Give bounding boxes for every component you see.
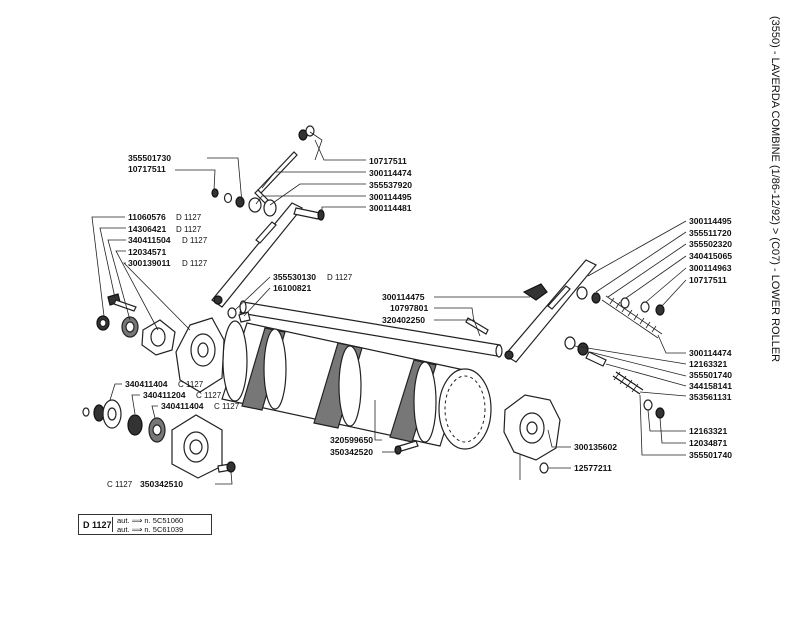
part-suffix: C 1127 xyxy=(214,402,240,411)
part-label: 12163321 xyxy=(689,359,727,369)
part-suffix: D 1127 xyxy=(327,273,353,282)
top-rod-hook xyxy=(211,125,315,217)
part-suffix: C 1127 xyxy=(107,480,133,489)
part-drawings xyxy=(82,125,665,479)
part-label: 300114495 xyxy=(369,192,412,202)
part-label: 350342520 xyxy=(330,447,373,457)
part-label: 300135602 xyxy=(574,442,617,452)
part-label: 355501740 xyxy=(689,450,732,460)
part-label: 300114963 xyxy=(689,263,732,273)
part-label: 355530130 xyxy=(273,272,316,282)
part-label: 10717511 xyxy=(128,164,166,174)
left-flange-plate xyxy=(175,317,225,393)
legend-divider xyxy=(112,517,113,532)
legend-row: aut. ⟹ n. 5C51060 xyxy=(117,516,184,525)
part-label: 340411504 xyxy=(128,235,171,245)
part-label: 300114495 xyxy=(689,216,732,226)
part-label: 340411404 xyxy=(125,379,168,389)
part-label: 12034571 xyxy=(128,247,166,257)
part-label: 355501730 xyxy=(128,153,171,163)
part-label: 300114481 xyxy=(369,203,412,213)
upper-right-spring xyxy=(576,286,665,339)
part-label: 11060576 xyxy=(128,212,166,222)
shaft xyxy=(239,300,503,358)
part-label: 355502320 xyxy=(689,239,732,249)
part-label: 353561131 xyxy=(689,392,732,402)
part-label: 10717511 xyxy=(369,156,407,166)
part-label: 355501740 xyxy=(689,370,732,380)
legend-row: aut. ⟹ n. 5C61039 xyxy=(117,525,184,534)
part-label: 320599650 xyxy=(330,435,373,445)
part-label: 300114474 xyxy=(689,348,732,358)
part-label: 10717511 xyxy=(689,275,727,285)
part-label: 350342510 xyxy=(140,479,183,489)
part-label: 320402250 xyxy=(382,315,425,325)
left-bracket-arm xyxy=(211,202,325,323)
upper-bearing-stack xyxy=(96,293,176,356)
part-label: 300114474 xyxy=(369,168,412,178)
part-suffix: D 1127 xyxy=(182,236,208,245)
part-suffix: D 1127 xyxy=(176,213,202,222)
part-label: 300114475 xyxy=(382,292,425,302)
part-label: 340411204 xyxy=(143,390,186,400)
part-label: 340411404 xyxy=(161,401,204,411)
leader-lines xyxy=(91,131,687,485)
part-suffix: D 1127 xyxy=(176,225,202,234)
part-labels: 355501730 10717511 10717511 300114474 35… xyxy=(107,153,732,489)
part-label: 12034871 xyxy=(689,438,727,448)
part-label: 300139011 xyxy=(128,258,171,268)
part-label: 12577211 xyxy=(574,463,612,473)
part-label: 344158141 xyxy=(689,381,732,391)
part-label: 355537920 xyxy=(369,180,412,190)
part-label: 12163321 xyxy=(689,426,727,436)
part-label: 14306421 xyxy=(128,224,166,234)
lower-bearing-stack xyxy=(82,399,236,479)
part-suffix: C 1127 xyxy=(178,380,204,389)
part-label: 16100821 xyxy=(273,283,311,293)
lower-right-spring xyxy=(564,336,665,419)
serial-legend: D 1127 aut. ⟹ n. 5C51060 aut. ⟹ n. 5C610… xyxy=(78,514,212,535)
cylinder-bolt xyxy=(394,440,419,455)
part-label: 10797801 xyxy=(390,303,428,313)
page-title: (3550) - LAVERDA COMBINE (1/86-12/92) > … xyxy=(769,16,781,362)
part-label: 340415065 xyxy=(689,251,732,261)
part-label: 355511720 xyxy=(689,228,732,238)
part-suffix: D 1127 xyxy=(182,259,208,268)
right-flange-plate xyxy=(503,394,561,474)
part-suffix: C 1127 xyxy=(196,391,222,400)
legend-code: D 1127 xyxy=(83,520,112,530)
right-bracket-arm xyxy=(465,259,597,363)
